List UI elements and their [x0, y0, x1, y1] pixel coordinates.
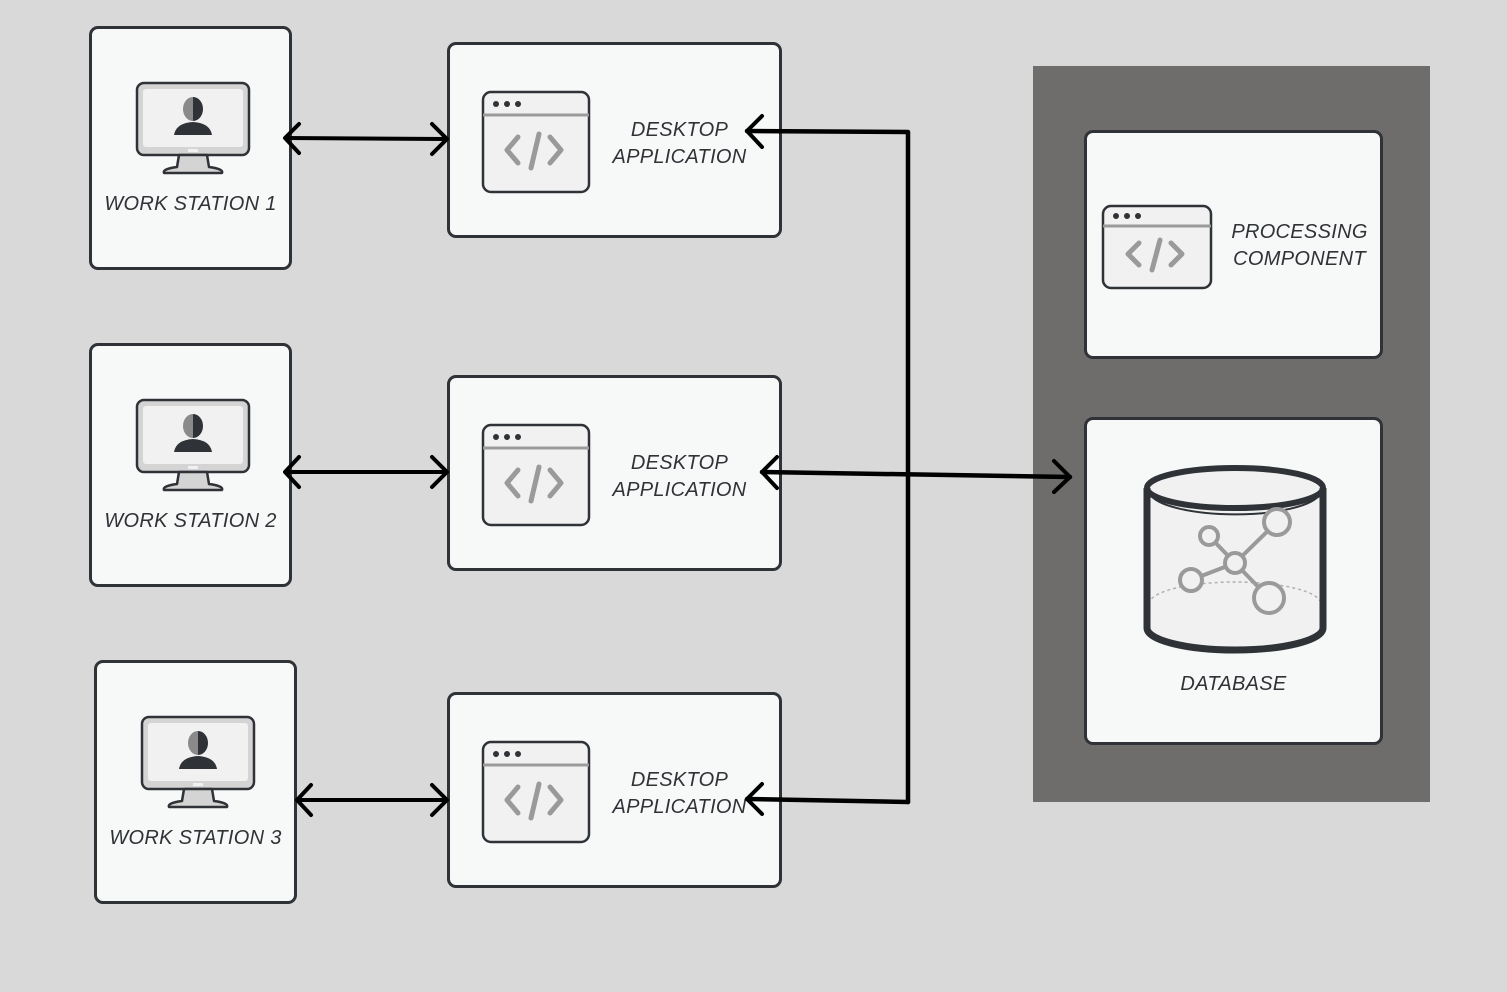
processing-component-line1: PROCESSING: [1231, 221, 1368, 243]
desktop-application-2-box[interactable]: DESKTOP APPLICATION: [447, 375, 782, 571]
code-window-icon: [481, 740, 591, 844]
desktop-application-2-line1: DESKTOP: [630, 452, 729, 474]
desktop-application-1-box[interactable]: DESKTOP APPLICATION: [447, 42, 782, 238]
connector-ws2-app2: [283, 455, 449, 489]
desktop-application-3-label: DESKTOP APPLICATION: [602, 767, 757, 821]
connector-ws3-app3: [295, 783, 449, 817]
connector-ws1-app1: [283, 122, 449, 156]
monitor-user-icon: [135, 81, 251, 175]
database-label: DATABASE: [1180, 673, 1287, 695]
workstation-1-label: WORK STATION 1: [104, 193, 277, 215]
desktop-application-3-line2: APPLICATION: [612, 796, 747, 818]
database-box[interactable]: DATABASE: [1084, 417, 1383, 745]
desktop-application-2-line2: APPLICATION: [612, 479, 747, 501]
workstation-2-box[interactable]: WORK STATION 2: [89, 343, 292, 587]
processing-component-label: PROCESSING COMPONENT: [1227, 219, 1372, 273]
code-window-icon: [481, 423, 591, 527]
workstation-3-box[interactable]: WORK STATION 3: [94, 660, 297, 904]
code-window-icon: [1101, 204, 1213, 290]
workstation-3-label: WORK STATION 3: [109, 827, 282, 849]
code-window-icon: [481, 90, 591, 194]
desktop-application-1-line1: DESKTOP: [630, 119, 729, 141]
database-graph-icon: [1143, 465, 1327, 654]
workstation-1-box[interactable]: WORK STATION 1: [89, 26, 292, 270]
monitor-user-icon: [135, 398, 251, 492]
processing-component-line2: COMPONENT: [1233, 248, 1366, 270]
desktop-application-2-label: DESKTOP APPLICATION: [602, 450, 757, 504]
processing-component-box[interactable]: PROCESSING COMPONENT: [1084, 130, 1383, 359]
desktop-application-3-line1: DESKTOP: [630, 769, 729, 791]
workstation-2-label: WORK STATION 2: [104, 510, 277, 532]
connector-app2-database: [759, 455, 1073, 494]
desktop-application-3-box[interactable]: DESKTOP APPLICATION: [447, 692, 782, 888]
monitor-user-icon: [140, 715, 256, 809]
desktop-application-1-line2: APPLICATION: [612, 146, 747, 168]
desktop-application-1-label: DESKTOP APPLICATION: [602, 117, 757, 171]
